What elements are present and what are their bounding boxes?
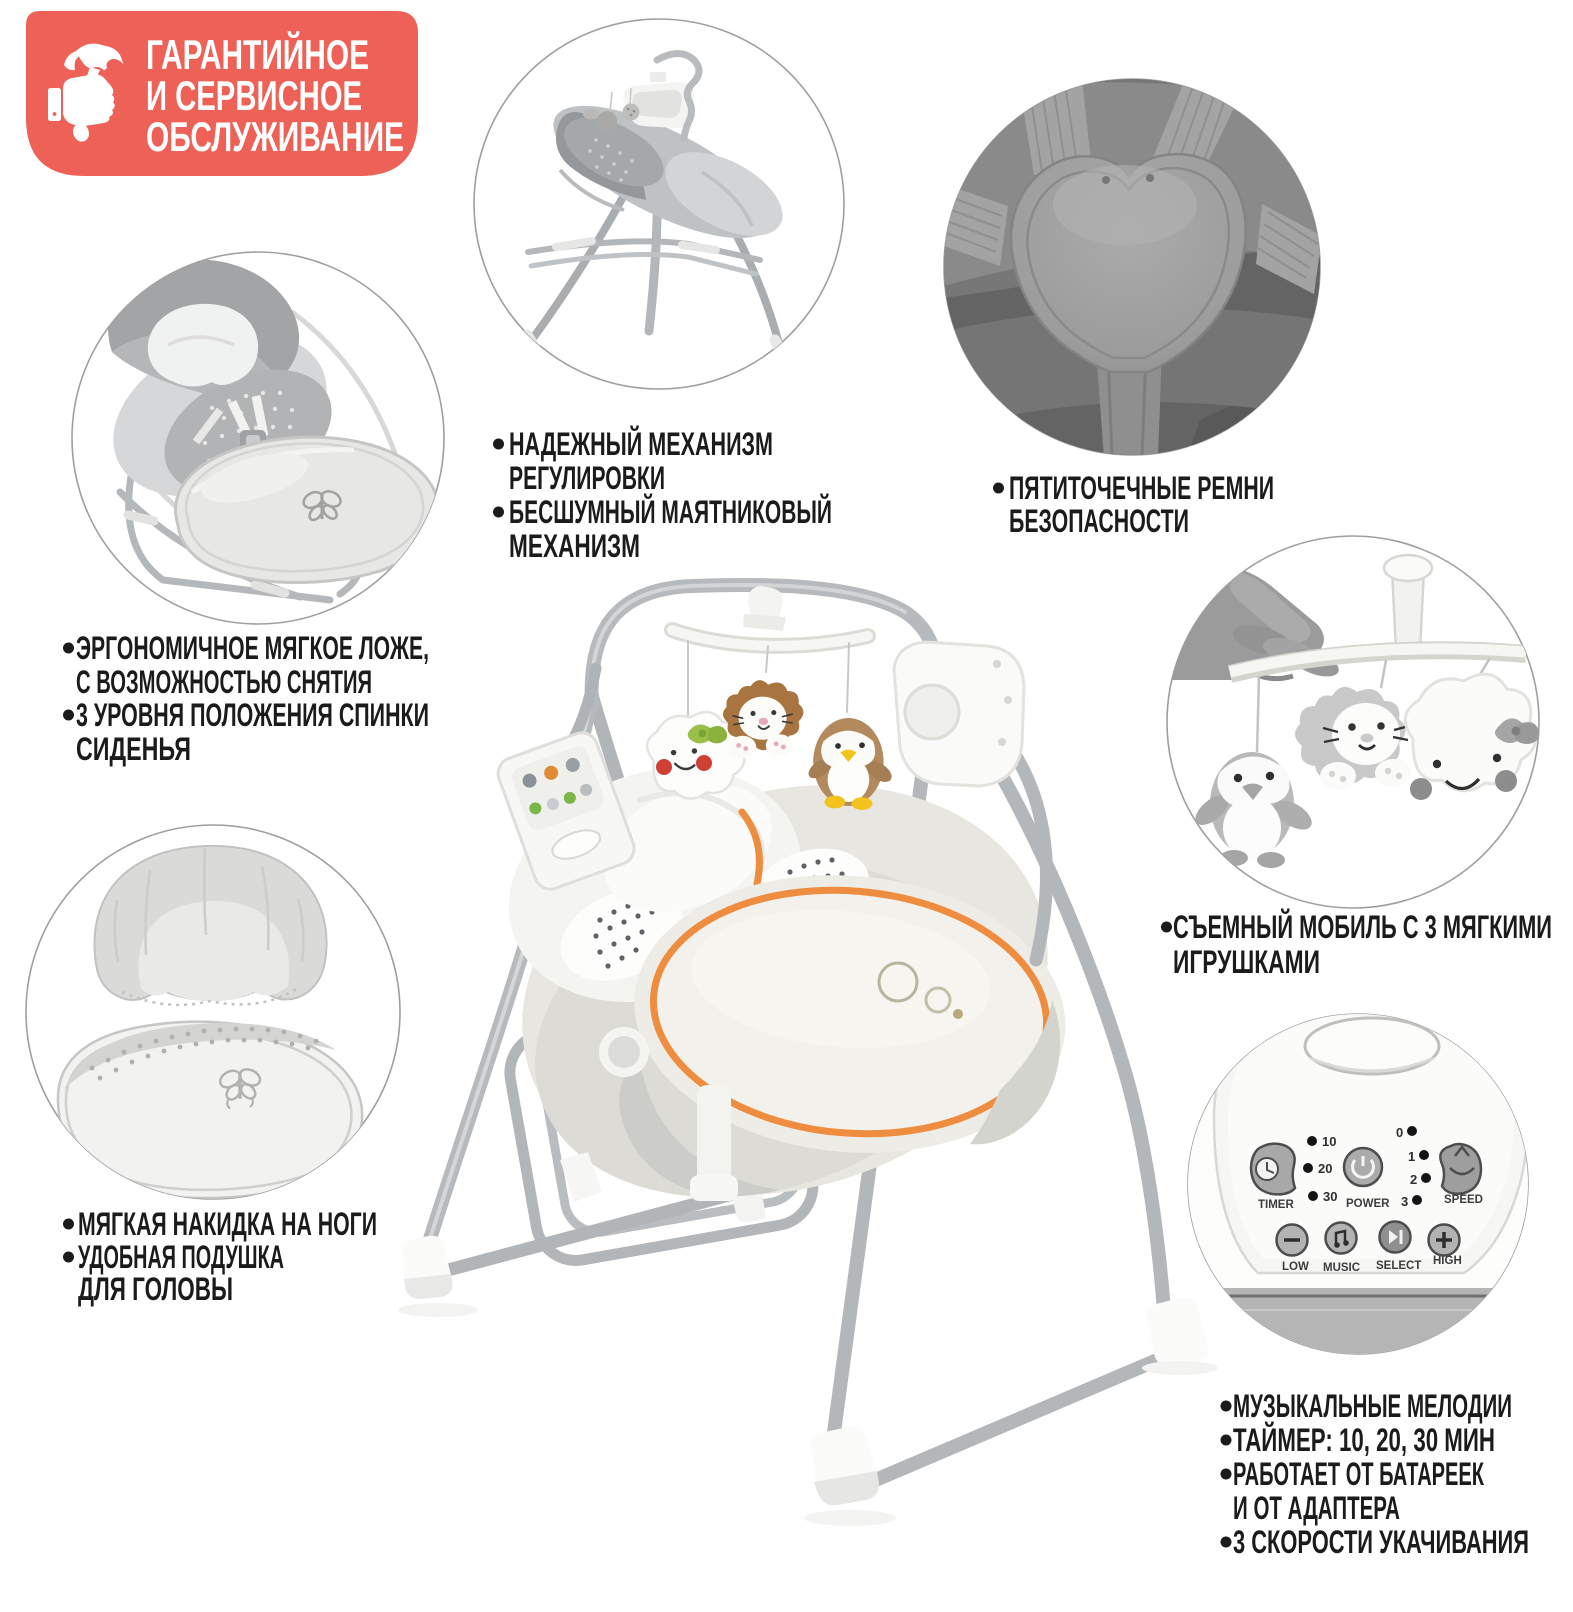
svg-text:НАДЕЖНЫЙ МЕХАНИЗМ: НАДЕЖНЫЙ МЕХАНИЗМ [509, 426, 773, 462]
svg-text:3: 3 [1401, 1194, 1408, 1209]
svg-text:SELECT: SELECT [1376, 1260, 1421, 1272]
svg-text:HIGH: HIGH [1433, 1255, 1462, 1267]
svg-text:LOW: LOW [1282, 1261, 1309, 1273]
svg-text:ИГРУШКАМИ: ИГРУШКАМИ [1173, 944, 1320, 980]
svg-text:МЕХАНИЗМ: МЕХАНИЗМ [509, 528, 640, 564]
svg-text:ТАЙМЕР: 10, 20, 30 МИН: ТАЙМЕР: 10, 20, 30 МИН [1233, 1422, 1495, 1458]
svg-text:И СЕРВИСНОЕ: И СЕРВИСНОЕ [146, 72, 362, 119]
svg-text:УДОБНАЯ ПОДУШКА: УДОБНАЯ ПОДУШКА [78, 1239, 284, 1275]
svg-text:ДЛЯ ГОЛОВЫ: ДЛЯ ГОЛОВЫ [78, 1271, 233, 1307]
svg-text:ГАРАНТИЙНОЕ: ГАРАНТИЙНОЕ [146, 30, 369, 78]
svg-text:БЕЗОПАСНОСТИ: БЕЗОПАСНОСТИ [1009, 503, 1189, 539]
svg-text:РЕГУЛИРОВКИ: РЕГУЛИРОВКИ [509, 460, 665, 496]
svg-text:10: 10 [1322, 1134, 1336, 1149]
svg-text:MUSIC: MUSIC [1323, 1262, 1360, 1274]
svg-text:3 УРОВНЯ ПОЛОЖЕНИЯ СПИНКИ: 3 УРОВНЯ ПОЛОЖЕНИЯ СПИНКИ [76, 697, 429, 733]
svg-text:ПЯТИТОЧЕЧНЫЕ РЕМНИ: ПЯТИТОЧЕЧНЫЕ РЕМНИ [1009, 470, 1274, 506]
svg-text:1: 1 [1408, 1149, 1415, 1164]
svg-text:С ВОЗМОЖНОСТЬЮ СНЯТИЯ: С ВОЗМОЖНОСТЬЮ СНЯТИЯ [76, 664, 372, 700]
svg-text:СИДЕНЬЯ: СИДЕНЬЯ [76, 731, 191, 767]
svg-text:2: 2 [1410, 1172, 1417, 1187]
svg-text:30: 30 [1323, 1189, 1337, 1204]
svg-text:0: 0 [1396, 1125, 1403, 1140]
svg-text:СЪЕМНЫЙ МОБИЛЬ С 3 МЯГКИМИ: СЪЕМНЫЙ МОБИЛЬ С 3 МЯГКИМИ [1173, 909, 1552, 945]
svg-text:ОБСЛУЖИВАНИЕ: ОБСЛУЖИВАНИЕ [146, 113, 404, 160]
svg-text:TIMER: TIMER [1258, 1199, 1294, 1211]
svg-text:МУЗЫКАЛЬНЫЕ МЕЛОДИИ: МУЗЫКАЛЬНЫЕ МЕЛОДИИ [1233, 1388, 1512, 1424]
svg-text:МЯГКАЯ НАКИДКА НА НОГИ: МЯГКАЯ НАКИДКА НА НОГИ [78, 1206, 377, 1242]
svg-text:ЭРГОНОМИЧНОЕ МЯГКОЕ ЛОЖЕ,: ЭРГОНОМИЧНОЕ МЯГКОЕ ЛОЖЕ, [76, 630, 429, 666]
svg-text:POWER: POWER [1346, 1198, 1390, 1210]
svg-text:БЕСШУМНЫЙ МАЯТНИКОВЫЙ: БЕСШУМНЫЙ МАЯТНИКОВЫЙ [509, 494, 832, 530]
svg-text:3 СКОРОСТИ УКАЧИВАНИЯ: 3 СКОРОСТИ УКАЧИВАНИЯ [1233, 1524, 1529, 1560]
svg-text:20: 20 [1318, 1161, 1332, 1176]
svg-text:SPEED: SPEED [1444, 1194, 1483, 1206]
svg-text:РАБОТАЕТ ОТ БАТАРЕЕК: РАБОТАЕТ ОТ БАТАРЕЕК [1233, 1456, 1484, 1492]
svg-text:И ОТ АДАПТЕРА: И ОТ АДАПТЕРА [1233, 1490, 1400, 1526]
